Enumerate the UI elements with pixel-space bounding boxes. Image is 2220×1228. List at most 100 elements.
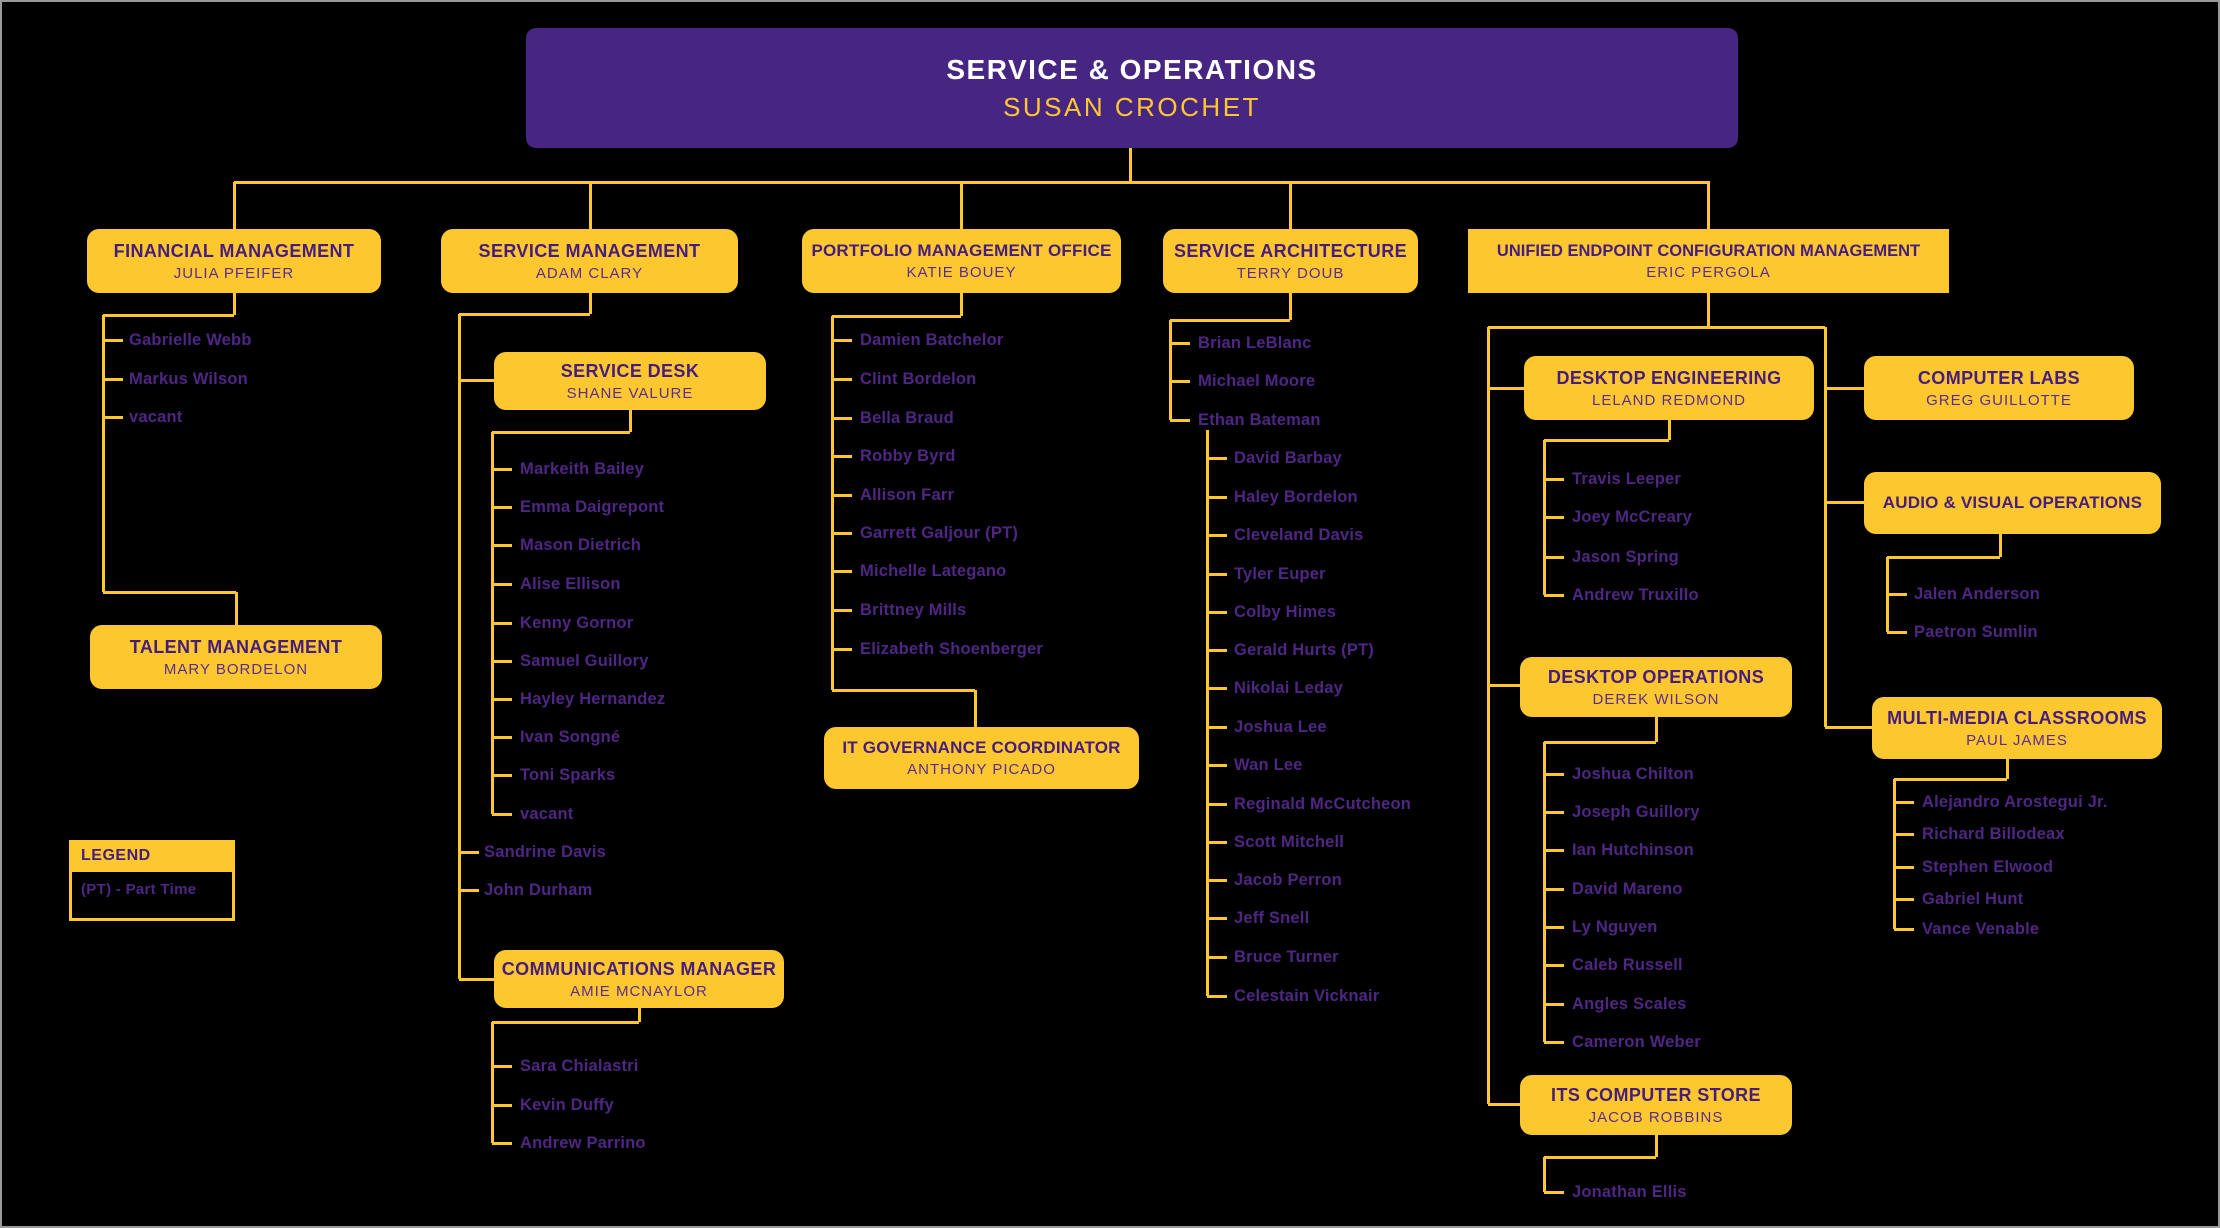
connector-line [1706, 182, 1710, 229]
connector-line [1544, 963, 1564, 967]
connector-line [459, 850, 479, 854]
connector-line [1542, 742, 1546, 1042]
dept-box-service-architecture: SERVICE ARCHITECTURE TERRY DOUB [1163, 229, 1418, 293]
person-name: Michelle Lategano [860, 562, 1007, 580]
connector-line [1654, 717, 1658, 742]
connector-line [103, 338, 123, 342]
connector-line [492, 505, 512, 509]
person-name: Caleb Russell [1572, 956, 1683, 974]
person-name: Richard Billodeax [1922, 825, 2065, 843]
connector-line [1544, 477, 1564, 481]
dept-box-unified-endpoint-configuration-management: UNIFIED ENDPOINT CONFIGURATION MANAGEMEN… [1468, 229, 1949, 293]
connector-line [1542, 1157, 1546, 1192]
dept-lead-name: AMIE MCNAYLOR [570, 982, 708, 1000]
connector-line [1894, 800, 1914, 804]
root-department-title: SERVICE & OPERATIONS [946, 53, 1318, 85]
connector-line [1825, 725, 1872, 729]
connector-line [1207, 802, 1227, 806]
person-name: Joshua Chilton [1572, 765, 1694, 783]
dept-box-portfolio-management-office: PORTFOLIO MANAGEMENT OFFICE KATIE BOUEY [802, 229, 1121, 293]
dept-lead-name: KATIE BOUEY [906, 264, 1017, 281]
person-name: Jalen Anderson [1914, 585, 2040, 603]
person-name: Allison Farr [860, 486, 955, 504]
dept-lead-name: ADAM CLARY [535, 264, 644, 282]
connector-line [1544, 515, 1564, 519]
connector-line [234, 592, 238, 625]
person-name: Markus Wilson [129, 370, 248, 388]
connector-line [1207, 878, 1227, 882]
connector-line [1488, 1102, 1520, 1106]
person-name: Samuel Guillory [520, 652, 649, 670]
person-name: Stephen Elwood [1922, 858, 2054, 876]
person-name: Joseph Guillory [1572, 803, 1700, 821]
person-name: Alejandro Arostegui Jr. [1922, 793, 2108, 811]
dept-lead-name: ERIC PERGOLA [1646, 263, 1771, 281]
connector-line [1894, 865, 1914, 869]
connector-line [1170, 318, 1290, 322]
connector-line [492, 697, 512, 701]
connector-line [1887, 555, 2000, 559]
person-name: Sandrine Davis [484, 843, 607, 861]
connector-line [492, 1103, 512, 1107]
person-name: Cameron Weber [1572, 1033, 1701, 1051]
dept-lead-name: MARY BORDELON [163, 660, 309, 678]
person-name: Bella Braud [860, 409, 954, 427]
connector-line [1207, 533, 1227, 537]
connector-line [1825, 386, 1864, 390]
person-name: Mason Dietrich [520, 536, 642, 554]
person-name: Bruce Turner [1234, 948, 1339, 966]
connector-line [492, 812, 512, 816]
connector-line [832, 647, 852, 651]
person-name: Elizabeth Shoenberger [860, 640, 1043, 658]
person-name: Joshua Lee [1234, 718, 1327, 736]
connector-line [459, 378, 494, 382]
person-name: Nikolai Leday [1234, 679, 1343, 697]
connector-line [492, 543, 512, 547]
dept-lead-name: TERRY DOUB [1236, 264, 1345, 282]
connector-line [1894, 927, 1914, 931]
person-name: Vance Venable [1922, 920, 2040, 938]
connector-line [637, 1008, 641, 1022]
connector-line [1486, 327, 1490, 1104]
person-name: Angles Scales [1572, 995, 1687, 1013]
person-name: Haley Bordelon [1234, 488, 1358, 506]
connector-line [1544, 1190, 1564, 1194]
person-name: Joey McCreary [1572, 508, 1693, 526]
dept-title: IT GOVERNANCE COORDINATOR [842, 738, 1121, 757]
connector-line [1544, 810, 1564, 814]
connector-line [832, 688, 975, 692]
legend: LEGEND (PT) - Part Time [69, 840, 235, 921]
connector-line [101, 315, 105, 592]
person-name: Toni Sparks [520, 766, 616, 784]
dept-title: PORTFOLIO MANAGEMENT OFFICE [811, 241, 1112, 260]
connector-line [490, 1022, 494, 1143]
connector-line [1894, 777, 2007, 781]
connector-line [832, 314, 961, 318]
connector-line [832, 569, 852, 573]
connector-line [1706, 292, 1710, 327]
person-name: Kevin Duffy [520, 1096, 614, 1114]
connector-line [103, 590, 236, 594]
connector-line [1207, 572, 1227, 576]
dept-lead-name: ANTHONY PICADO [907, 761, 1056, 778]
connector-line [1544, 887, 1564, 891]
person-name: Paetron Sumlin [1914, 623, 2038, 641]
person-name: Andrew Parrino [520, 1134, 646, 1152]
person-name: Kenny Gornor [520, 614, 634, 632]
person-name: Hayley Hernandez [520, 690, 666, 708]
person-name: Colby Himes [1234, 603, 1337, 621]
dept-title: SERVICE ARCHITECTURE [1173, 240, 1408, 261]
dept-lead-name: SHANE VALURE [566, 384, 694, 402]
connector-line [959, 293, 963, 316]
dept-lead-name: PAUL JAMES [1966, 731, 2068, 749]
connector-line [628, 410, 632, 432]
dept-lead-name: JULIA PFEIFER [173, 264, 295, 282]
connector-line [1207, 610, 1227, 614]
connector-line [103, 313, 234, 317]
connector-line [1544, 1002, 1564, 1006]
connector-line [832, 531, 852, 535]
dept-title: ITS COMPUTER STORE [1551, 1084, 1761, 1105]
